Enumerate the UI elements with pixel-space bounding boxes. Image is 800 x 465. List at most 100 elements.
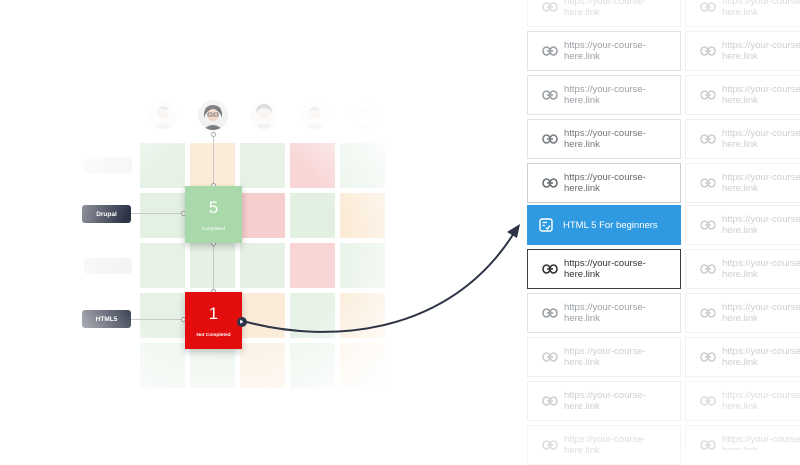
course-link-text: https://your-course-here.link xyxy=(722,40,800,62)
course-link-box[interactable]: https://your-course-here.link xyxy=(527,381,681,421)
link-icon xyxy=(700,352,716,362)
matrix-cell xyxy=(140,293,185,338)
link-icon xyxy=(542,46,558,56)
person-icon xyxy=(254,104,274,129)
course-link-box[interactable]: https://your-course-here.link xyxy=(685,425,800,450)
matrix-cell xyxy=(340,343,385,388)
course-link-text: https://your-course-here.link xyxy=(722,346,800,368)
link-icon xyxy=(542,352,558,362)
link-icon xyxy=(700,308,716,318)
link-icon xyxy=(542,396,558,406)
avatar xyxy=(301,101,329,129)
course-link-box[interactable]: https://your-course-here.link xyxy=(527,163,681,203)
avatar xyxy=(198,100,228,130)
skill-label-drupal: Drupal xyxy=(82,205,131,223)
link-icon xyxy=(542,134,558,144)
link-icon xyxy=(542,2,558,12)
course-link-text: https://your-course-here.link xyxy=(564,390,646,412)
course-link-text: https://your-course-here.link xyxy=(564,128,646,150)
link-icon xyxy=(700,396,716,406)
matrix-cell xyxy=(340,293,385,338)
course-link-box[interactable]: https://your-course-here.link xyxy=(527,0,681,27)
matrix-cell xyxy=(290,343,335,388)
course-link-box[interactable]: https://your-course-here.link xyxy=(527,119,681,159)
matrix-cell xyxy=(240,143,285,188)
avatar xyxy=(351,101,379,129)
matrix-cell xyxy=(240,243,285,288)
course-link-box[interactable]: https://your-course-here.link xyxy=(527,75,681,115)
matrix-cell xyxy=(190,343,235,388)
link-icon xyxy=(700,264,716,274)
matrix-cell xyxy=(240,193,285,238)
connector-line xyxy=(131,319,185,320)
score-value: 5 xyxy=(208,197,219,217)
matrix-cell xyxy=(290,193,335,238)
course-link-box[interactable]: https://your-course-here.link xyxy=(685,0,800,27)
link-icon xyxy=(700,90,716,100)
play-icon[interactable]: ▶ xyxy=(237,317,247,327)
course-link-text: https://your-course-here.link xyxy=(722,434,800,450)
score-status: Not Completed xyxy=(196,332,231,338)
course-link-box[interactable]: https://your-course-here.link xyxy=(685,119,800,159)
course-link-box[interactable]: https://your-course-here.link xyxy=(685,381,800,421)
course-link-box[interactable]: https://your-course-here.link xyxy=(527,31,681,71)
active-course-item[interactable]: HTML 5 For beginners xyxy=(527,205,681,245)
course-link-text: https://your-course-here.link xyxy=(564,172,646,194)
link-icon xyxy=(542,440,558,450)
course-link-text: https://your-course-here.link xyxy=(722,214,800,236)
course-link-box[interactable]: https://your-course-here.link xyxy=(685,163,800,203)
course-link-box[interactable]: https://your-course-here.link xyxy=(527,425,681,465)
course-link-box[interactable]: https://your-course-here.link xyxy=(527,293,681,333)
link-icon xyxy=(542,178,558,188)
connector-line xyxy=(213,131,214,187)
course-link-box[interactable]: https://your-course-here.link xyxy=(685,293,800,333)
course-link-text: https://your-course-here.link xyxy=(564,346,646,368)
matrix-cell xyxy=(290,293,335,338)
link-icon xyxy=(700,178,716,188)
course-link-text: https://your-course-here.link xyxy=(722,390,800,412)
course-link-box[interactable]: https://your-course-here.link xyxy=(527,337,681,377)
connector-line xyxy=(131,213,185,214)
course-link-text: https://your-course-here.link xyxy=(722,128,800,150)
matrix-cell xyxy=(140,193,185,238)
score-value: 1 xyxy=(208,303,219,323)
link-icon xyxy=(542,90,558,100)
course-link-box[interactable]: https://your-course-here.link xyxy=(685,205,800,245)
matrix-cell xyxy=(340,243,385,288)
matrix-cell xyxy=(240,343,285,388)
active-course-title: HTML 5 For beginners xyxy=(563,219,658,231)
matrix-cell xyxy=(340,193,385,238)
score-card-completed: 5 Completed xyxy=(185,186,242,243)
matrix-cell xyxy=(140,143,185,188)
link-icon xyxy=(700,220,716,230)
link-icon xyxy=(700,2,716,12)
person-icon xyxy=(198,100,228,130)
matrix-cell xyxy=(290,243,335,288)
course-link-text: https://your-course-here.link xyxy=(722,0,800,18)
course-link-column-overflow: https://your-course-here.link https://yo… xyxy=(685,0,800,450)
link-icon xyxy=(542,264,558,274)
link-icon xyxy=(700,134,716,144)
skill-placeholder xyxy=(84,258,132,274)
course-link-text: https://your-course-here.link xyxy=(564,434,646,456)
connector-dot xyxy=(211,132,216,137)
course-link-text: https://your-course-here.link xyxy=(722,258,800,280)
course-link-box[interactable]: https://your-course-here.link xyxy=(685,31,800,71)
course-link-text: https://your-course-here.link xyxy=(564,0,646,18)
connector-line xyxy=(213,243,214,292)
avatar xyxy=(250,101,278,129)
score-card-not-completed: 1 Not Completed xyxy=(185,292,242,349)
course-link-text: https://your-course-here.link xyxy=(722,84,800,106)
course-link-text: https://your-course-here.link xyxy=(722,172,800,194)
skill-placeholder xyxy=(84,157,132,173)
course-link-box[interactable]: https://your-course-here.link xyxy=(527,249,681,289)
matrix-cell xyxy=(240,293,285,338)
link-icon xyxy=(700,440,716,450)
course-link-box[interactable]: https://your-course-here.link xyxy=(685,249,800,289)
course-link-box[interactable]: https://your-course-here.link xyxy=(685,337,800,377)
course-link-box[interactable]: https://your-course-here.link xyxy=(685,75,800,115)
course-link-text: https://your-course-here.link xyxy=(564,40,646,62)
person-icon xyxy=(305,107,325,129)
course-link-text: https://your-course-here.link xyxy=(722,302,800,324)
link-icon xyxy=(700,46,716,56)
